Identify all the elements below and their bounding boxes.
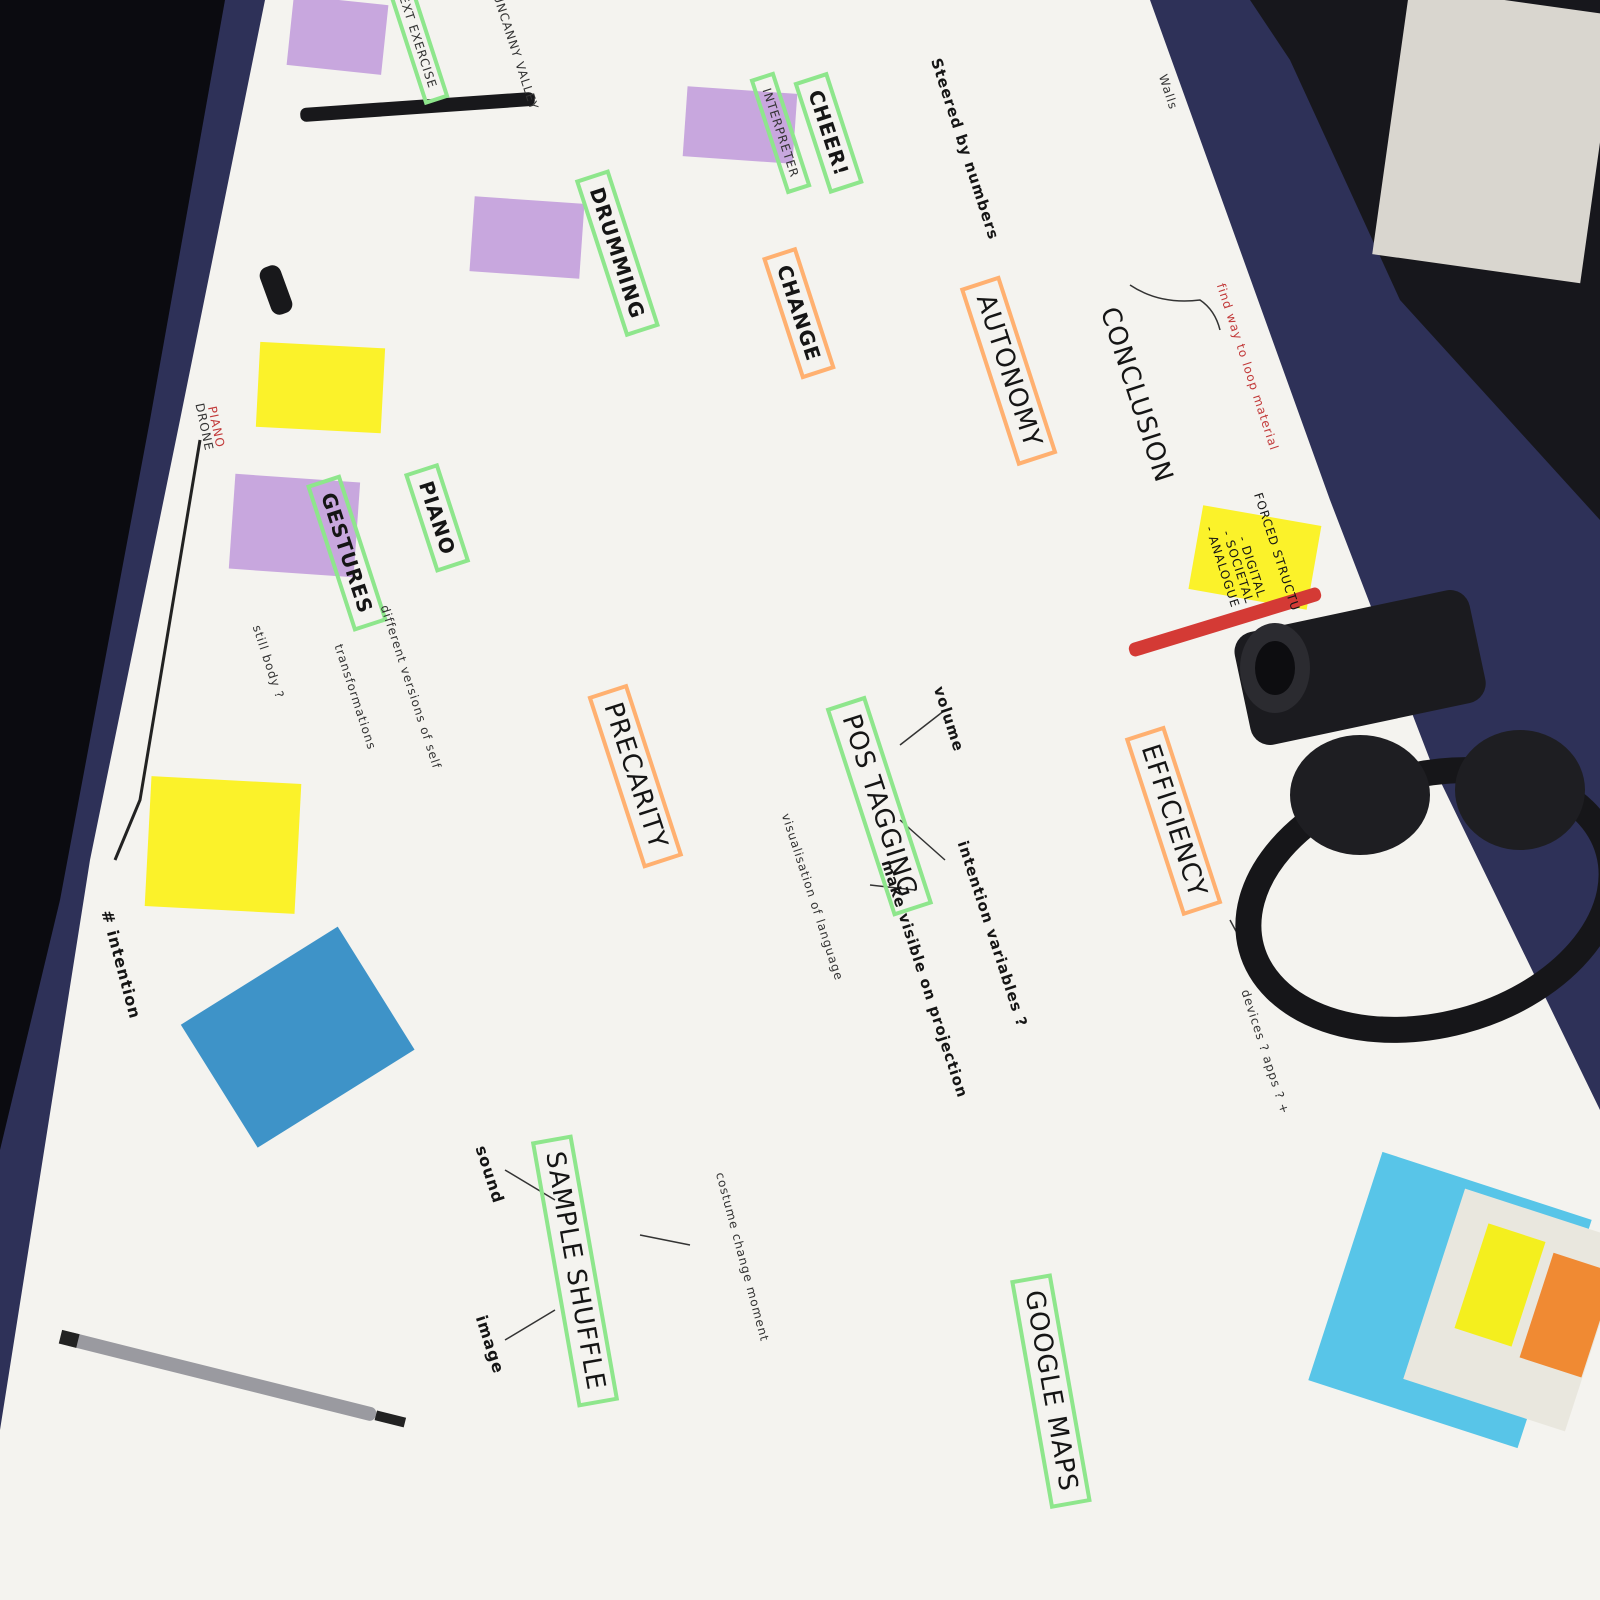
headphone-cup-left: [1290, 735, 1430, 855]
headphone-cup-right: [1455, 730, 1585, 850]
sticky-note-yellow-3: [1188, 505, 1322, 610]
radiator: [1372, 0, 1600, 284]
sticky-note-purple-1: [286, 0, 389, 75]
sticky-note-purple-4: [228, 473, 361, 578]
highlighter-pack: [1308, 1151, 1600, 1449]
black-marker: [300, 92, 535, 122]
sticky-note-yellow-1: [255, 341, 386, 434]
sticky-note-purple-2: [682, 86, 798, 164]
timeline-line: [113, 439, 202, 861]
sticky-note-blue: [180, 926, 415, 1148]
sticky-note-purple-3: [469, 196, 585, 279]
sticky-note-yellow-2: [144, 776, 302, 914]
video-camera: [1234, 590, 1486, 745]
red-pen: [1128, 587, 1322, 657]
grey-fineliner: [58, 1329, 407, 1428]
marker-cap: [259, 265, 293, 315]
dark-background-left: [0, 0, 225, 1150]
